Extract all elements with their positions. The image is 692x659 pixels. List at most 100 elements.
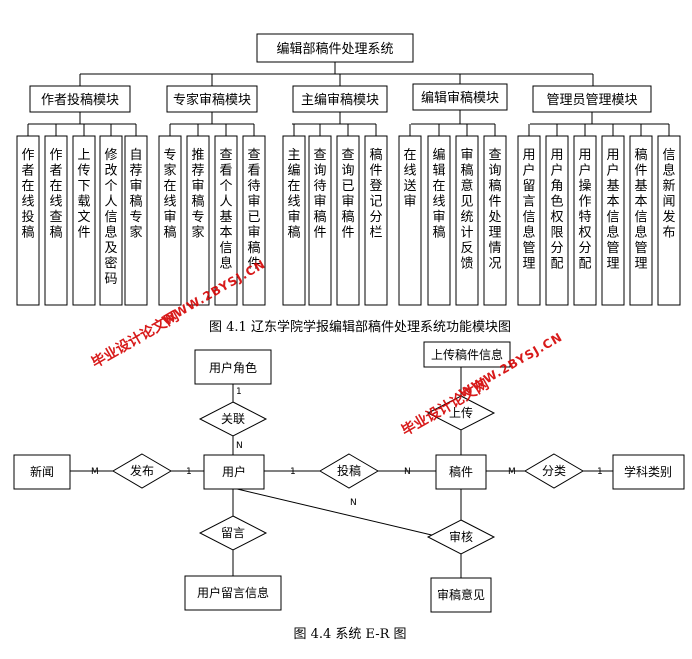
cardinality-label: N	[236, 441, 243, 451]
leaf-box	[483, 135, 507, 306]
leaf-box	[186, 135, 210, 306]
leaf-label: 查询待审稿件	[313, 148, 326, 241]
leaf-label: 稿件基本信息管理	[634, 147, 647, 272]
relation-submit	[319, 453, 379, 489]
leaf-label: 用户角色权限分配	[550, 148, 563, 272]
cardinality-label: 1	[290, 467, 296, 477]
entity-label: 用户留言信息	[197, 585, 269, 600]
leaf-box	[427, 135, 451, 306]
leaf-box	[72, 135, 96, 306]
leaf-label: 信息新闻发布	[662, 148, 675, 241]
leaf-label: 自荐审稿专家	[129, 148, 142, 241]
leaf-label: 主编在线审稿	[287, 148, 300, 241]
leaf-label: 用户操作特权分配	[578, 148, 591, 272]
leaf-label: 作者在线查稿	[49, 148, 62, 241]
entity-label: 审稿意见	[437, 587, 485, 602]
leaf-box	[16, 135, 40, 306]
leaf-label: 在线送审	[403, 148, 416, 210]
leaf-box	[573, 135, 597, 306]
leaf-box	[214, 135, 238, 306]
leaf-box	[308, 135, 332, 306]
cardinality-label: 1	[236, 387, 242, 397]
er-line	[232, 487, 441, 538]
leaf-box	[455, 135, 479, 306]
relation-label: 发布	[130, 463, 154, 478]
leaf-label: 查看个人基本信息	[219, 148, 232, 272]
leaf-box	[657, 135, 681, 306]
relation-associate	[198, 401, 268, 437]
leaf-label: 修改个人信息及密码	[104, 148, 117, 287]
leaf-label: 稿件登记分栏	[369, 147, 382, 241]
leaf-label: 推荐审稿专家	[191, 148, 204, 241]
entity-manuscript	[435, 454, 487, 490]
entity-label: 新闻	[30, 464, 54, 479]
cardinality-label: N	[404, 467, 411, 477]
relation-label: 上传	[449, 405, 473, 420]
leaf-box	[629, 135, 653, 306]
cardinality-label: 1	[186, 467, 192, 477]
relation-message	[198, 515, 268, 551]
entity-subject	[612, 454, 685, 490]
relation-label: 分类	[542, 464, 566, 478]
leaf-label: 审稿意见统计反馈	[460, 148, 473, 272]
relation-label: 关联	[221, 412, 245, 426]
leaf-box	[124, 135, 148, 306]
leaf-label: 查询稿件处理情况	[488, 148, 501, 272]
leaf-label: 专家在线审稿	[163, 148, 176, 241]
leaf-box	[517, 135, 541, 306]
relation-classify	[524, 453, 584, 489]
module-label: 编辑审稿模块	[421, 90, 499, 106]
leaf-box	[601, 135, 625, 306]
leaf-box	[99, 135, 123, 306]
leaf-box	[44, 135, 68, 306]
cardinality-label: N	[350, 498, 357, 508]
entity-news	[13, 454, 71, 490]
leaf-label: 编辑在线审稿	[432, 148, 445, 241]
relation-label: 审核	[449, 529, 473, 544]
leaf-label: 上传下载文件	[77, 148, 90, 241]
module-label: 主编审稿模块	[301, 92, 379, 108]
leaf-box	[282, 135, 306, 306]
cardinality-label: M	[91, 467, 99, 477]
leaf-label: 用户留言信息管理	[522, 148, 535, 272]
leaf-box	[158, 135, 182, 306]
leaf-box	[398, 135, 422, 306]
er-diagram-caption: 图 4.4 系统 E-R 图	[293, 627, 406, 642]
entity-review-opinion	[430, 577, 492, 613]
entity-label: 稿件	[449, 464, 473, 479]
relation-label: 留言	[221, 526, 245, 540]
relation-publish	[112, 453, 172, 489]
module-label: 作者投稿模块	[41, 92, 119, 108]
cardinality-label: M	[508, 467, 516, 477]
module-label: 管理员管理模块	[546, 93, 637, 108]
module-box	[29, 85, 131, 113]
entity-user	[203, 454, 265, 490]
module-chart: 编辑部稿件处理系统 作者投稿模块 专家审稿模块 主编审稿模块 编辑审稿模块 管理…	[16, 33, 681, 306]
cardinality-label: 1	[597, 467, 603, 477]
relation-review	[426, 519, 496, 555]
entity-user-message	[184, 575, 282, 611]
entity-upload-info	[423, 341, 511, 368]
module-chart-caption: 图 4.1 辽东学院学报编辑部稿件处理系统功能模块图	[209, 319, 511, 335]
module-label: 专家审稿模块	[173, 92, 251, 108]
leaf-box	[364, 135, 388, 306]
relation-label: 投稿	[337, 463, 361, 478]
relation-upload	[426, 395, 496, 431]
module-box	[412, 83, 508, 111]
leaf-label: 作者在线投稿	[21, 148, 34, 241]
entity-label: 用户角色	[209, 360, 257, 375]
leaf-label: 查看待审已审稿件	[247, 148, 260, 272]
leaf-box	[242, 135, 266, 306]
root-label: 编辑部稿件处理系统	[276, 41, 393, 57]
root-box	[256, 33, 414, 63]
leaf-box	[545, 135, 569, 306]
entity-label: 上传稿件信息	[431, 347, 503, 362]
er-diagram: 用户角色 上传稿件信息 新闻 用户 稿件 学科类别 用户留言信息 审稿意见 关联…	[13, 341, 685, 613]
entity-label: 学科类别	[624, 464, 672, 479]
entity-user-role	[194, 349, 272, 385]
entity-label: 用户	[222, 464, 246, 479]
leaf-box	[336, 135, 360, 306]
leaf-label: 用户基本信息管理	[606, 148, 619, 272]
